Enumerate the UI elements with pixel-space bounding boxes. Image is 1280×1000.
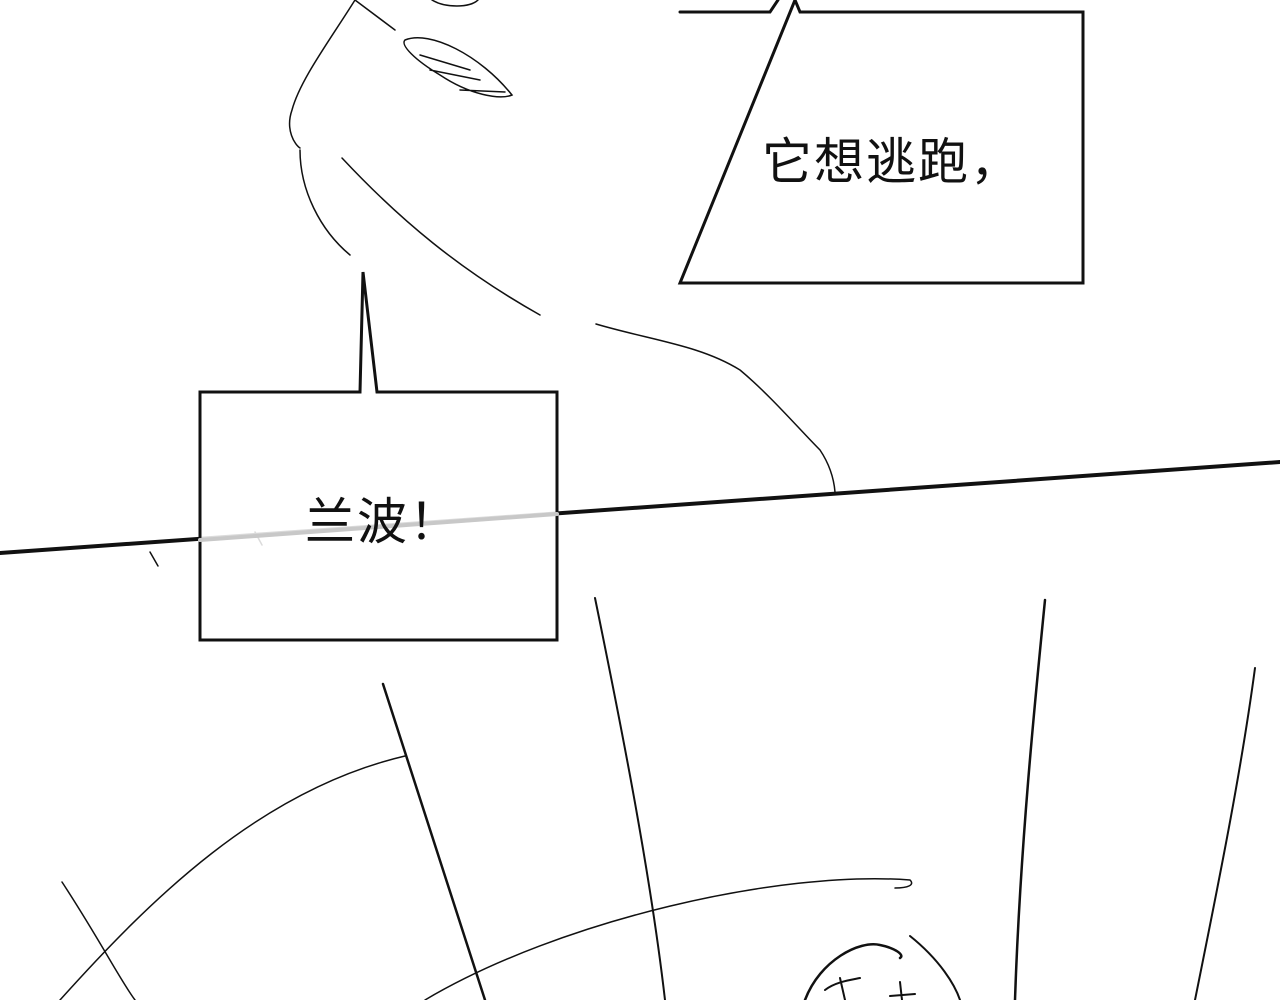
- hair-line-7: [1194, 667, 1256, 1000]
- speech-bubble-top-outline: [677, 0, 1085, 285]
- speech-bubble-top: [677, 0, 1085, 285]
- hair-line-4: [594, 597, 666, 1000]
- head-curve: [431, 0, 479, 7]
- speech-bubble-left: [198, 271, 559, 642]
- character-sketch: [59, 0, 1256, 1000]
- face-curve-2: [909, 935, 961, 1000]
- panel-divider: [0, 460, 1280, 555]
- chin-line: [354, 0, 396, 31]
- divider-through-bubble: [198, 512, 559, 542]
- eye-scribble: [403, 37, 514, 98]
- hair-line-3: [381, 682, 487, 1000]
- neck-line-inner: [299, 149, 351, 256]
- speech-bubble-left-outline: [198, 271, 559, 642]
- neck-line-left: [288, 0, 356, 149]
- hair-curve-2: [59, 755, 406, 1000]
- speech-bubble-left-text: 兰波！: [305, 493, 461, 551]
- hair-line-6: [1013, 598, 1047, 1000]
- shoulder-line: [341, 157, 541, 316]
- face-curve: [803, 943, 903, 1000]
- small-mark-1: [149, 551, 159, 567]
- hair-curve-1: [61, 881, 136, 1000]
- scribble-mark: [824, 977, 916, 1000]
- shoulder-curve: [595, 323, 836, 493]
- speech-bubble-top-text: 它想逃跑，: [762, 133, 1022, 191]
- hair-curve-5: [424, 877, 913, 1000]
